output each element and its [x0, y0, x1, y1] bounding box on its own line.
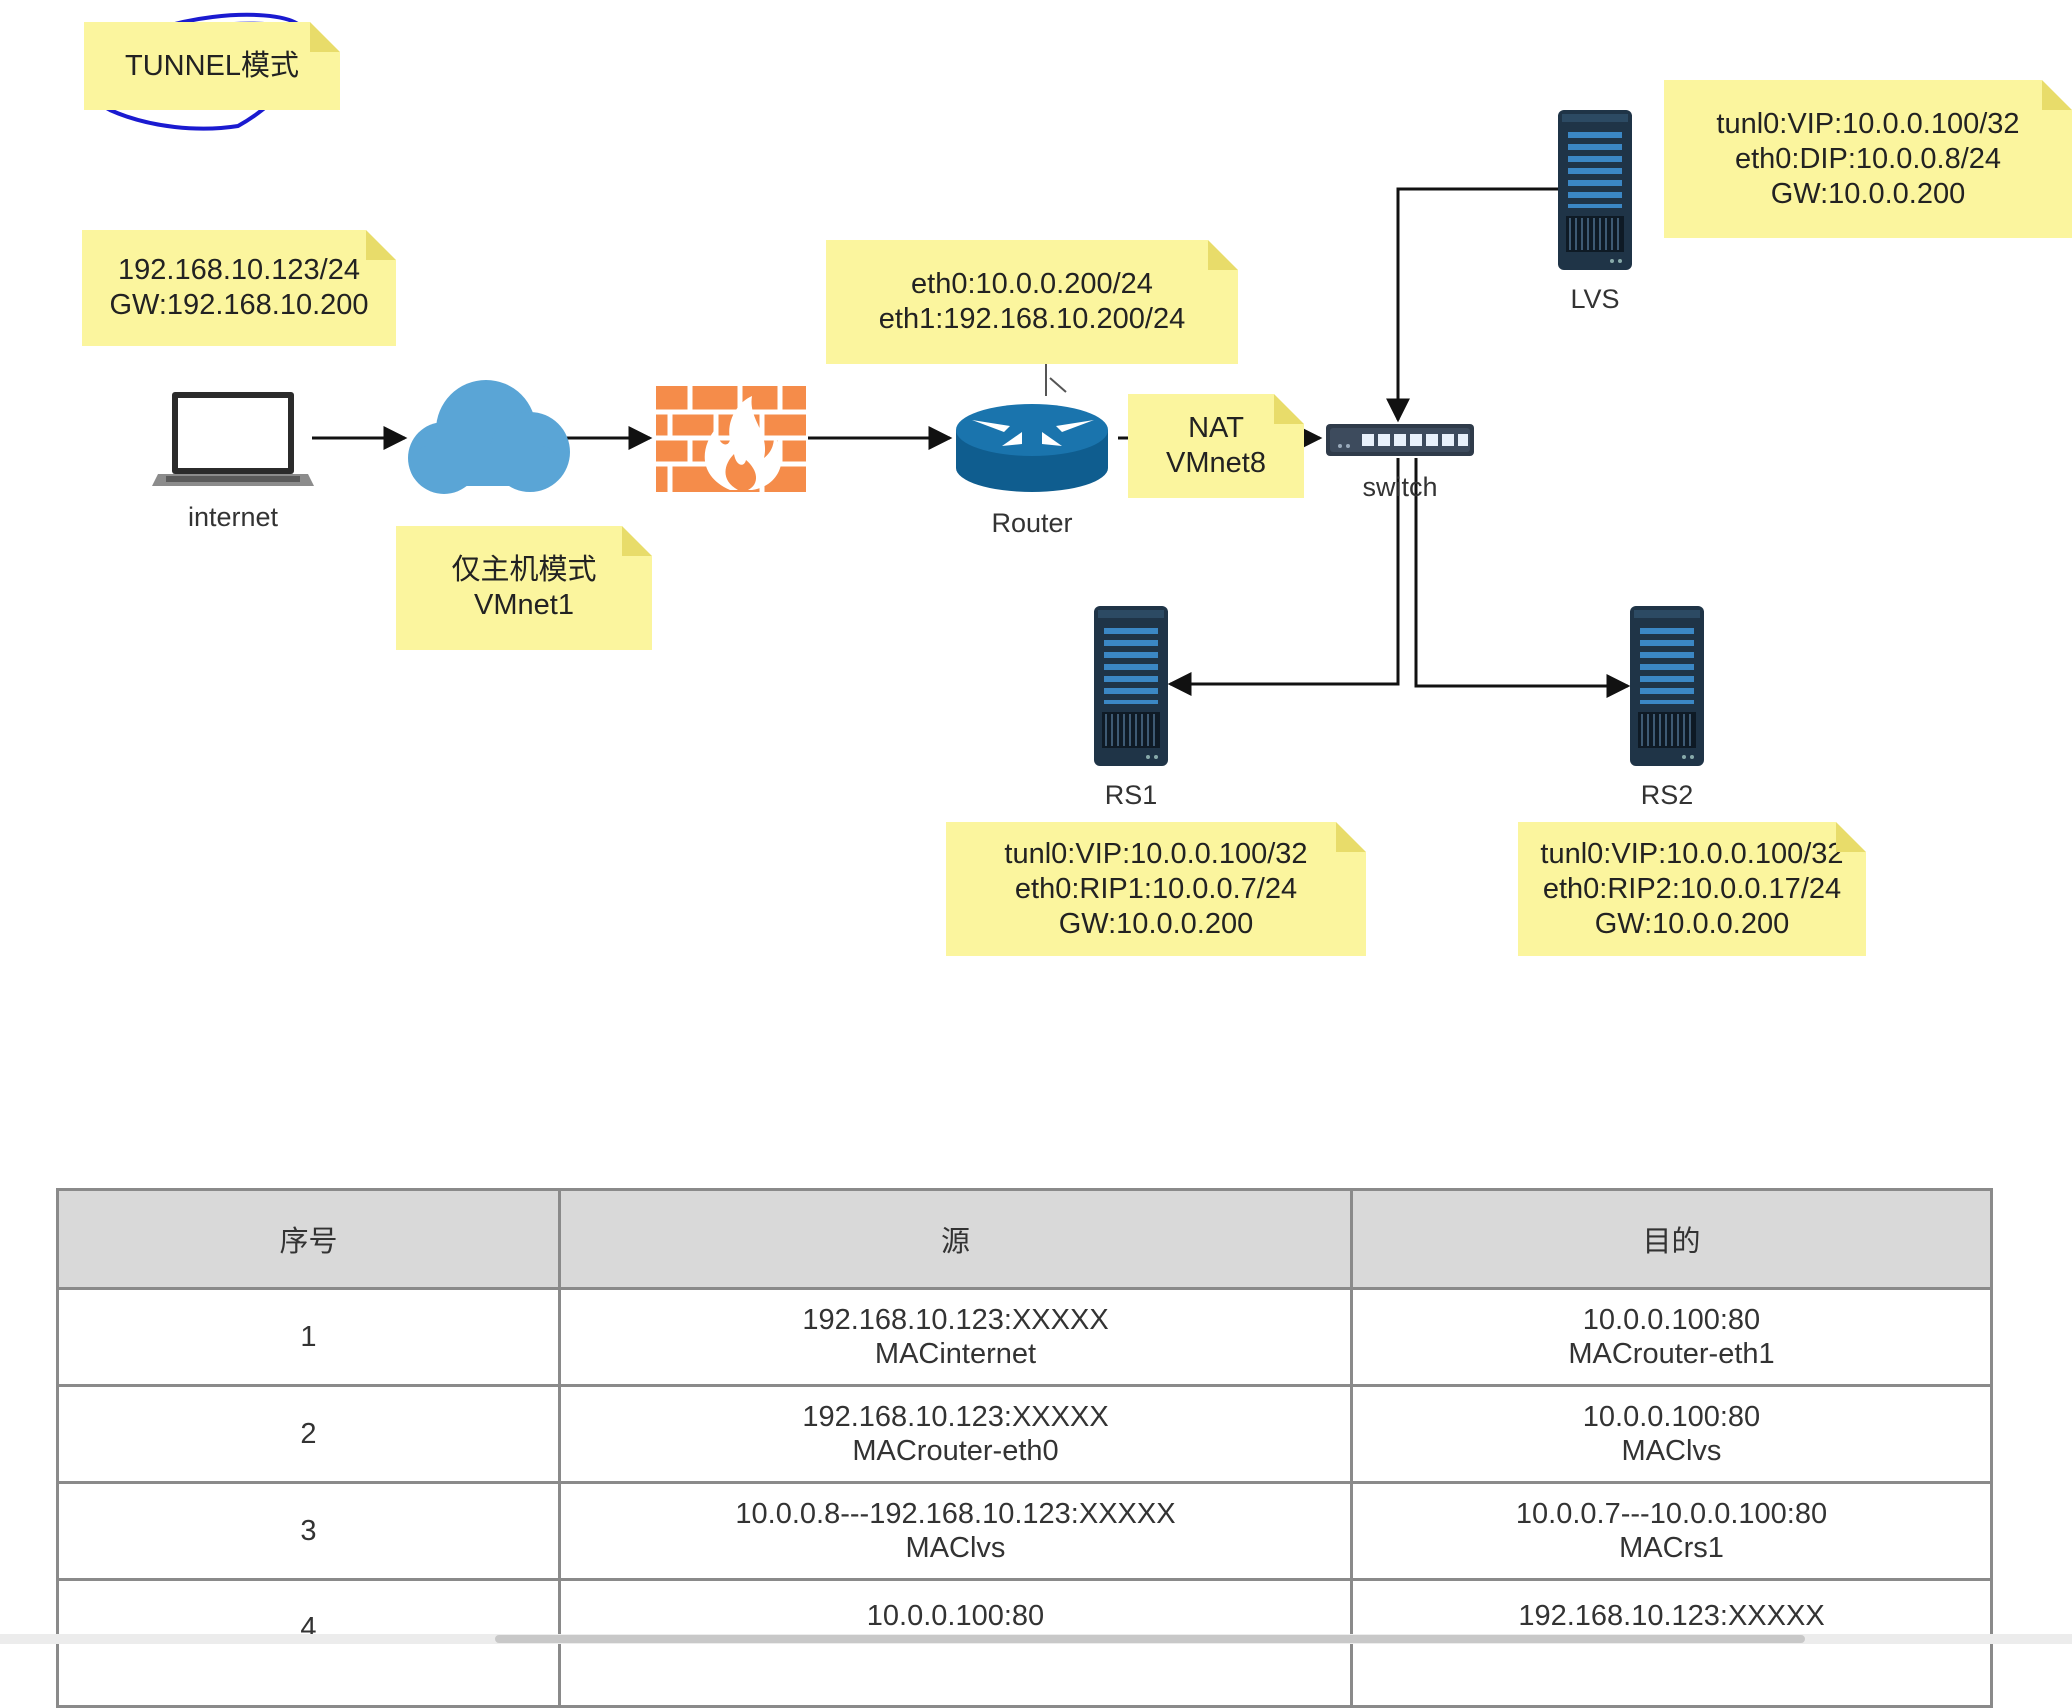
lvs-note: tunl0:VIP:10.0.0.100/32 eth0:DIP:10.0.0.…	[1664, 80, 2072, 238]
cell-destination-line-1: 10.0.0.100:80	[1582, 1304, 1761, 1336]
rs1-label: RS1	[1104, 780, 1158, 810]
cell-destination-line-1: 10.0.0.100:80	[1582, 1401, 1761, 1433]
cloud-icon	[408, 380, 570, 494]
client-note-line-2: GW:192.168.10.200	[109, 289, 369, 321]
cell-source-line-1: 10.0.0.100:80	[866, 1600, 1045, 1632]
rs2-label: RS2	[1640, 780, 1694, 810]
rs1-note: tunl0:VIP:10.0.0.100/32 eth0:RIP1:10.0.0…	[946, 822, 1366, 956]
cell-source-line-2: MACinternet	[874, 1338, 1037, 1370]
rs2-note-line-1: tunl0:VIP:10.0.0.100/32	[1540, 837, 1844, 870]
cell-destination-line-2: MACrouter-eth1	[1568, 1338, 1775, 1370]
hostonly-note-line-2: VMnet1	[474, 589, 574, 621]
rs2-note-line-2: eth0:RIP2:10.0.0.17/24	[1542, 872, 1842, 905]
cell-source-line-2: MACrouter-eth0	[852, 1435, 1059, 1467]
router-note-line-1: eth0:10.0.0.200/24	[911, 268, 1153, 300]
laptop-icon	[152, 392, 314, 486]
cell-source-line-1: 192.168.10.123:XXXXX	[802, 1401, 1109, 1433]
cell-destination-line-1: 10.0.0.7---10.0.0.100:80	[1515, 1498, 1828, 1530]
network-diagram	[90, 12, 1705, 767]
header-destination: 目的	[1350, 1188, 1993, 1290]
horizontal-scrollbar-thumb[interactable]	[495, 1635, 1805, 1643]
rs2-note-line-3: GW:10.0.0.200	[1594, 907, 1790, 940]
internet-label: internet	[187, 502, 279, 532]
hostonly-note: 仅主机模式 VMnet1	[396, 526, 652, 650]
nat-note-line-2: VMnet8	[1166, 447, 1266, 479]
nat-note-line-1: NAT	[1188, 412, 1244, 444]
firewall-icon	[656, 386, 806, 492]
router-note-line-2: eth1:192.168.10.200/24	[878, 303, 1186, 335]
switch-label: switch	[1362, 472, 1438, 502]
title-note-text: TUNNEL模式	[124, 49, 299, 82]
cell-source-line-1: 192.168.10.123:XXXXX	[802, 1304, 1109, 1336]
table-header-row: 序号 源 目的	[56, 1188, 1993, 1290]
hostonly-note-line-1: 仅主机模式	[451, 554, 597, 586]
header-source: 源	[558, 1188, 1353, 1290]
lvs-server-icon	[1557, 109, 1633, 271]
cell-destination-line-2: MAClvs	[1621, 1435, 1722, 1467]
rs2-note: tunl0:VIP:10.0.0.100/32 eth0:RIP2:10.0.0…	[1518, 822, 1866, 956]
header-index: 序号	[56, 1188, 561, 1290]
lvs-note-line-3: GW:10.0.0.200	[1770, 177, 1966, 210]
rs1-server-icon	[1093, 605, 1169, 767]
cell-index: 1	[56, 1287, 561, 1387]
rs2-server-icon	[1629, 605, 1705, 767]
cell-index: 2	[56, 1384, 561, 1484]
lvs-note-line-2: eth0:DIP:10.0.0.8/24	[1734, 142, 2002, 175]
rs1-note-line-2: eth0:RIP1:10.0.0.7/24	[1014, 872, 1298, 905]
cell-source-line-1: 10.0.0.8---192.168.10.123:XXXXX	[735, 1498, 1176, 1530]
client-note-line-1: 192.168.10.123/24	[118, 254, 360, 286]
router-note: eth0:10.0.0.200/24 eth1:192.168.10.200/2…	[826, 240, 1238, 364]
nat-note: NAT VMnet8	[1128, 394, 1304, 498]
router-label: Router	[991, 508, 1073, 538]
switch-icon	[1326, 424, 1474, 456]
connector-lines	[312, 187, 1631, 698]
lvs-label: LVS	[1570, 284, 1620, 314]
cell-index: 3	[56, 1481, 561, 1581]
cell-destination-line-2: MACrs1	[1619, 1532, 1724, 1564]
cell-destination-line-1: 192.168.10.123:XXXXX	[1518, 1600, 1825, 1632]
router-icon	[956, 364, 1108, 492]
client-note: 192.168.10.123/24 GW:192.168.10.200	[82, 230, 396, 346]
rs1-note-line-1: tunl0:VIP:10.0.0.100/32	[1004, 837, 1308, 870]
cell-source-line-2: MAClvs	[905, 1532, 1006, 1564]
title-note: TUNNEL模式	[84, 22, 340, 110]
rs1-note-line-3: GW:10.0.0.200	[1058, 907, 1254, 940]
lvs-note-line-1: tunl0:VIP:10.0.0.100/32	[1716, 107, 2020, 140]
